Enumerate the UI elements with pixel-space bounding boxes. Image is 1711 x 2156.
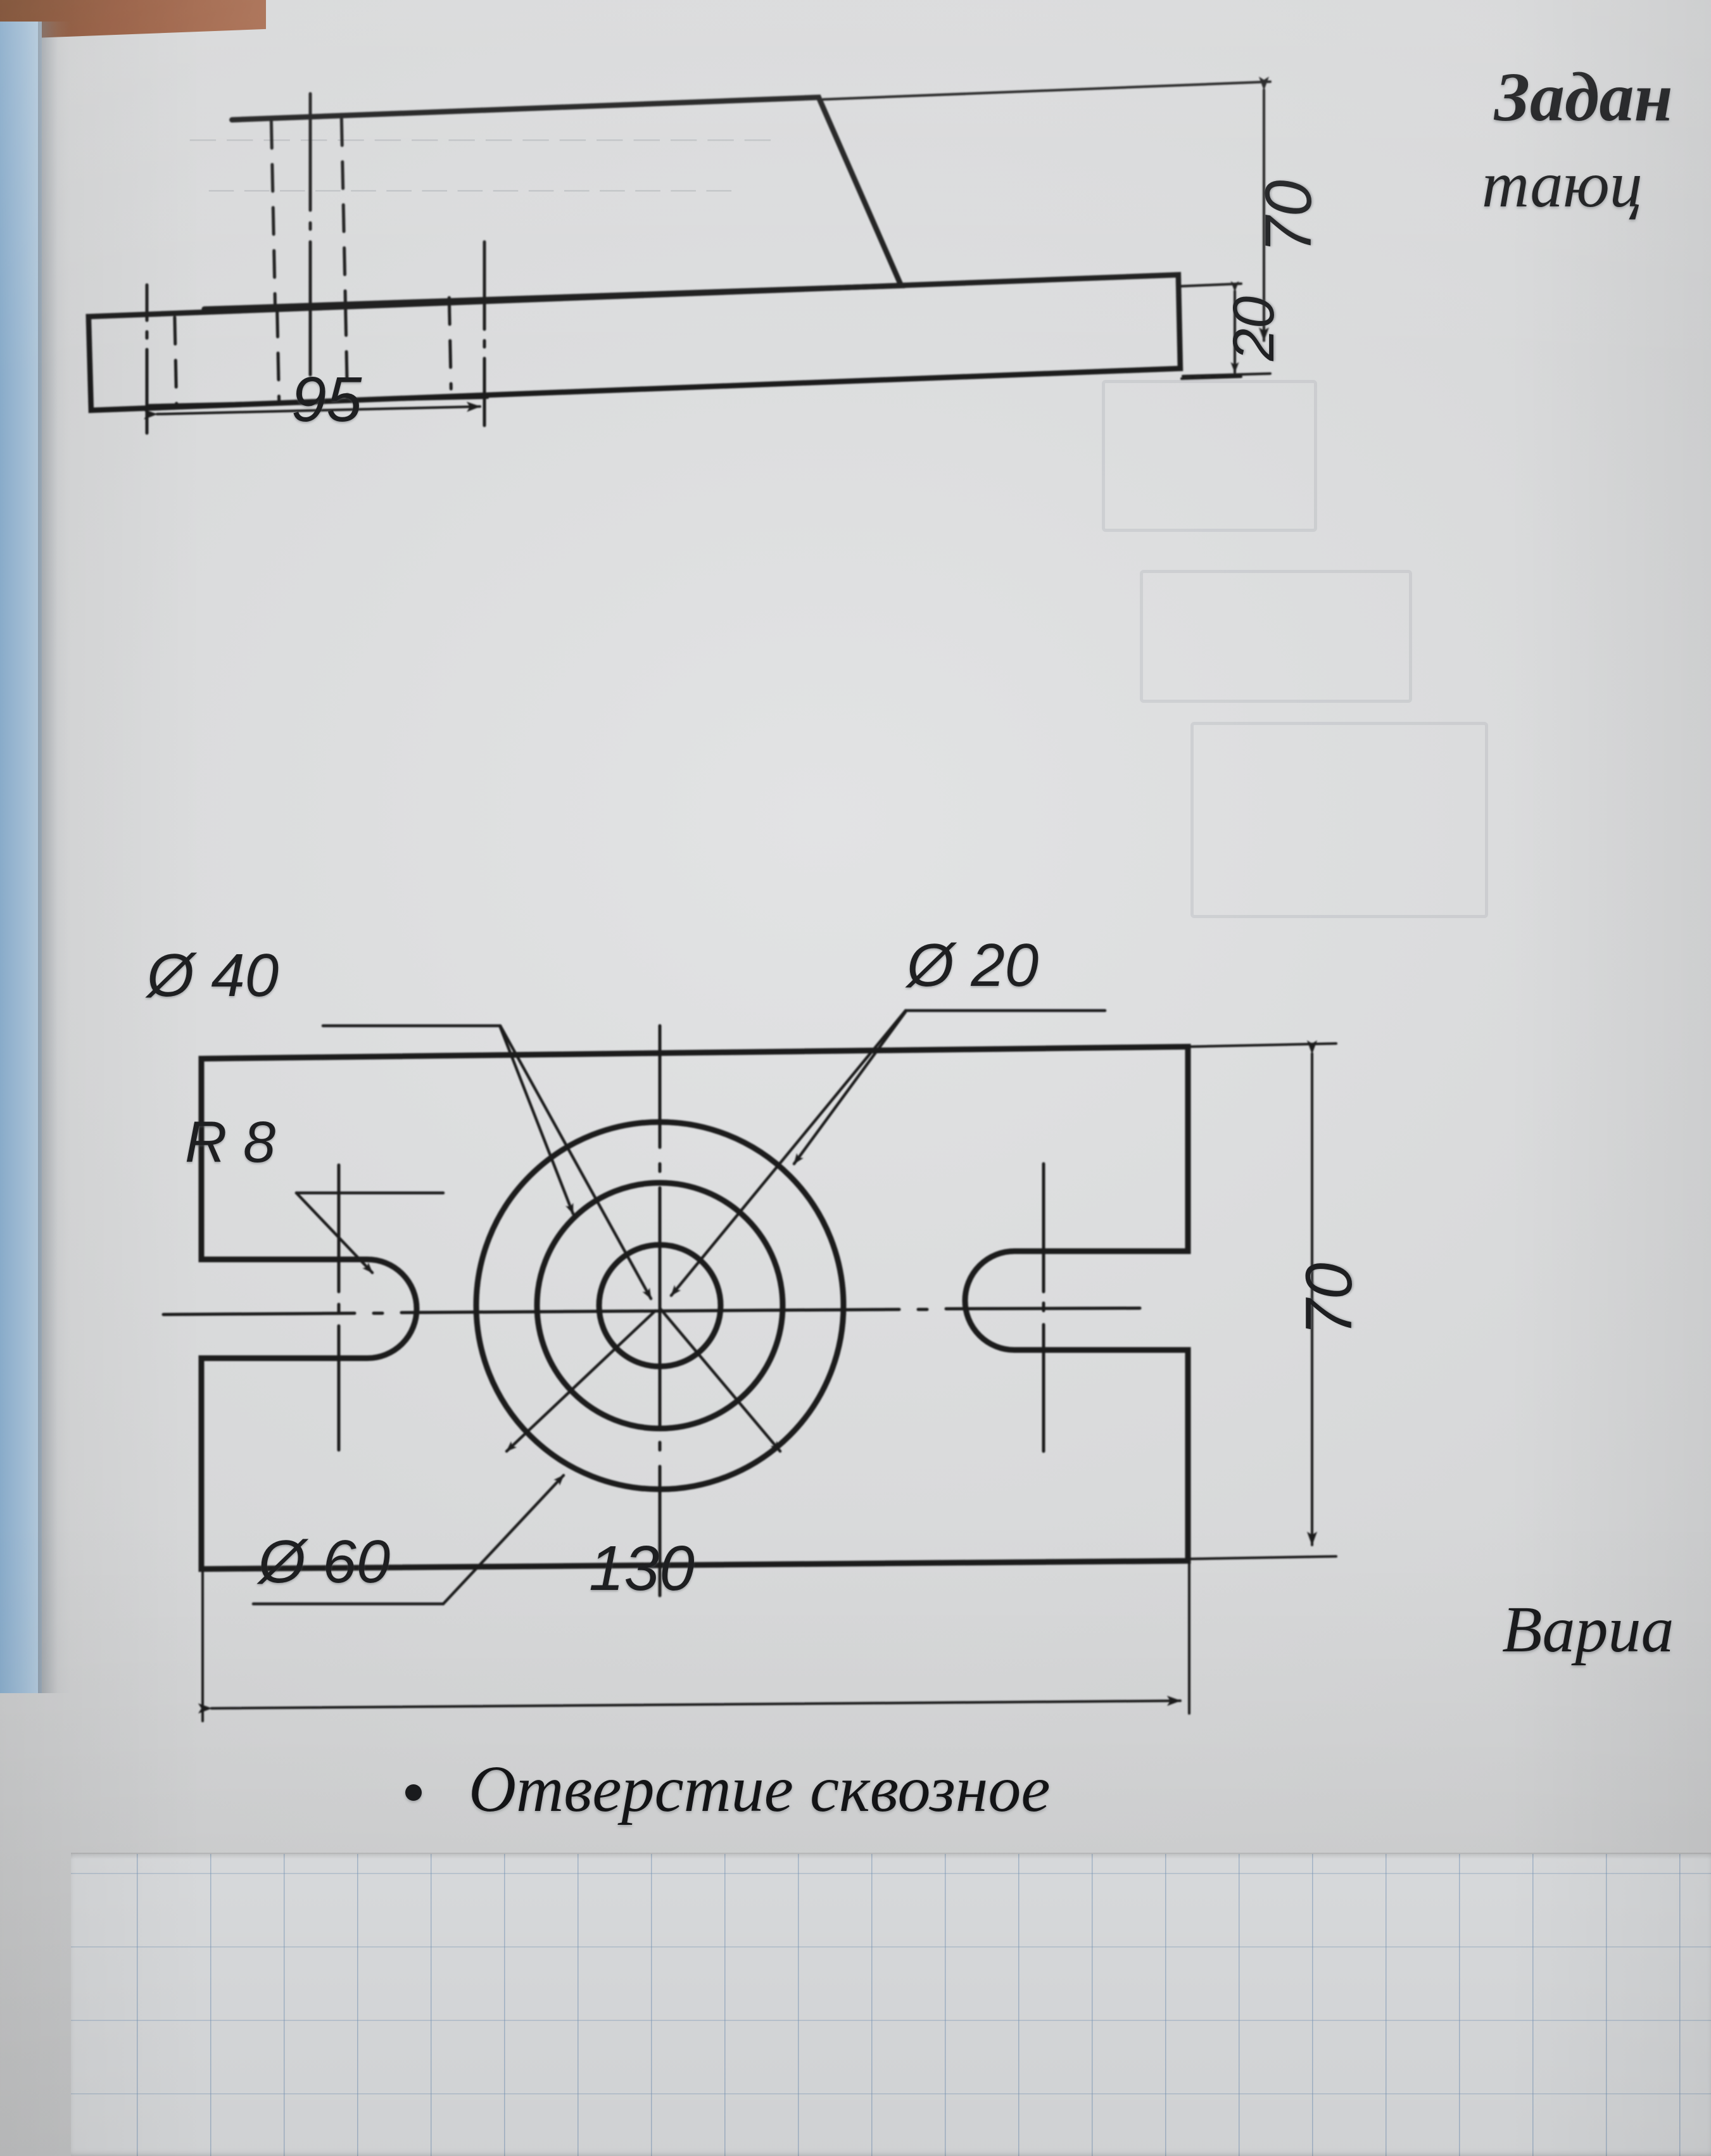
leader-d40-seg-lower bbox=[658, 1306, 782, 1453]
dim-label-70-plan: 70 bbox=[1292, 1263, 1366, 1336]
graph-paper-top-edge bbox=[71, 1853, 1711, 1859]
dim-70-ext-bottom bbox=[1182, 372, 1272, 377]
leader-d20 bbox=[669, 1009, 1107, 1297]
front-hidden-line-2 bbox=[339, 117, 347, 306]
dim-label-20-front: 20 bbox=[1222, 296, 1286, 361]
dim-label-d40: Ø 40 bbox=[147, 942, 279, 1009]
dim-95-front bbox=[143, 396, 489, 420]
dim-label-r8: R 8 bbox=[185, 1110, 276, 1175]
dim-70-plan-ext-bottom bbox=[1189, 1555, 1337, 1560]
dim-70-ext-top bbox=[822, 80, 1272, 101]
dim-70-plan bbox=[1189, 1040, 1337, 1560]
leader-d20-line bbox=[669, 1009, 907, 1297]
caption-bullet-icon bbox=[405, 1784, 422, 1801]
dim-130-plan bbox=[198, 1560, 1190, 1722]
leader-d40-seg bbox=[498, 1025, 575, 1216]
front-left-slot-hidden bbox=[173, 315, 179, 408]
dim-label-70-front: 70 bbox=[1252, 180, 1325, 253]
front-view-centre-lines bbox=[145, 92, 486, 435]
task-heading-line-1: Задан bbox=[1494, 58, 1673, 136]
leader-d40-arrow-lower bbox=[658, 1306, 782, 1453]
leader-r8 bbox=[294, 1191, 445, 1275]
variant-heading: Вариа bbox=[1502, 1593, 1674, 1666]
dim-70-plan-ext-top bbox=[1189, 1042, 1337, 1048]
dim-label-95-front: 95 bbox=[291, 364, 362, 435]
front-view bbox=[85, 94, 1184, 413]
book-spine-edge bbox=[0, 22, 42, 1693]
plan-plate-outline bbox=[198, 1043, 1191, 1572]
front-boss-outline bbox=[201, 94, 906, 312]
leader-d40-line bbox=[498, 1024, 653, 1301]
leader-d40-arrow-to-circle bbox=[498, 1025, 575, 1216]
front-hidden-line-3 bbox=[275, 308, 281, 402]
dim-label-d60: Ø 60 bbox=[258, 1528, 391, 1596]
front-right-slot-hidden-a bbox=[447, 296, 453, 391]
dim-130-line bbox=[198, 1696, 1182, 1714]
dim-95-line bbox=[143, 401, 481, 420]
leader-d20-seg2 bbox=[792, 1010, 907, 1166]
caption-text: Отверстие сквозное bbox=[469, 1753, 1051, 1825]
dim-20-front bbox=[1180, 281, 1242, 380]
front-hidden-line-1 bbox=[269, 120, 277, 308]
leader-d60-seg bbox=[505, 1309, 657, 1453]
dim-label-130-plan: 130 bbox=[589, 1533, 695, 1604]
plan-horizontal-centre-line bbox=[161, 1306, 1142, 1316]
task-heading-line-2: таюц bbox=[1482, 148, 1643, 221]
front-hidden-line-4 bbox=[344, 307, 350, 399]
leader-d60 bbox=[251, 1473, 565, 1606]
graph-paper-sheet bbox=[71, 1854, 1711, 2156]
plan-view-centre-lines bbox=[161, 1024, 1142, 1598]
dim-70-front bbox=[822, 77, 1272, 377]
leader-r8-line bbox=[294, 1191, 374, 1275]
circle-d40 bbox=[534, 1180, 786, 1432]
dim-label-d20: Ø 20 bbox=[907, 931, 1039, 999]
dim-20-ext-bottom bbox=[1180, 375, 1242, 380]
leader-d60-arrow-lower bbox=[505, 1309, 657, 1453]
leader-d40 bbox=[321, 1024, 653, 1301]
dim-20-ext-top bbox=[1180, 282, 1242, 287]
leader-d60-line bbox=[441, 1473, 565, 1606]
book-spine-shadow bbox=[38, 22, 71, 1693]
